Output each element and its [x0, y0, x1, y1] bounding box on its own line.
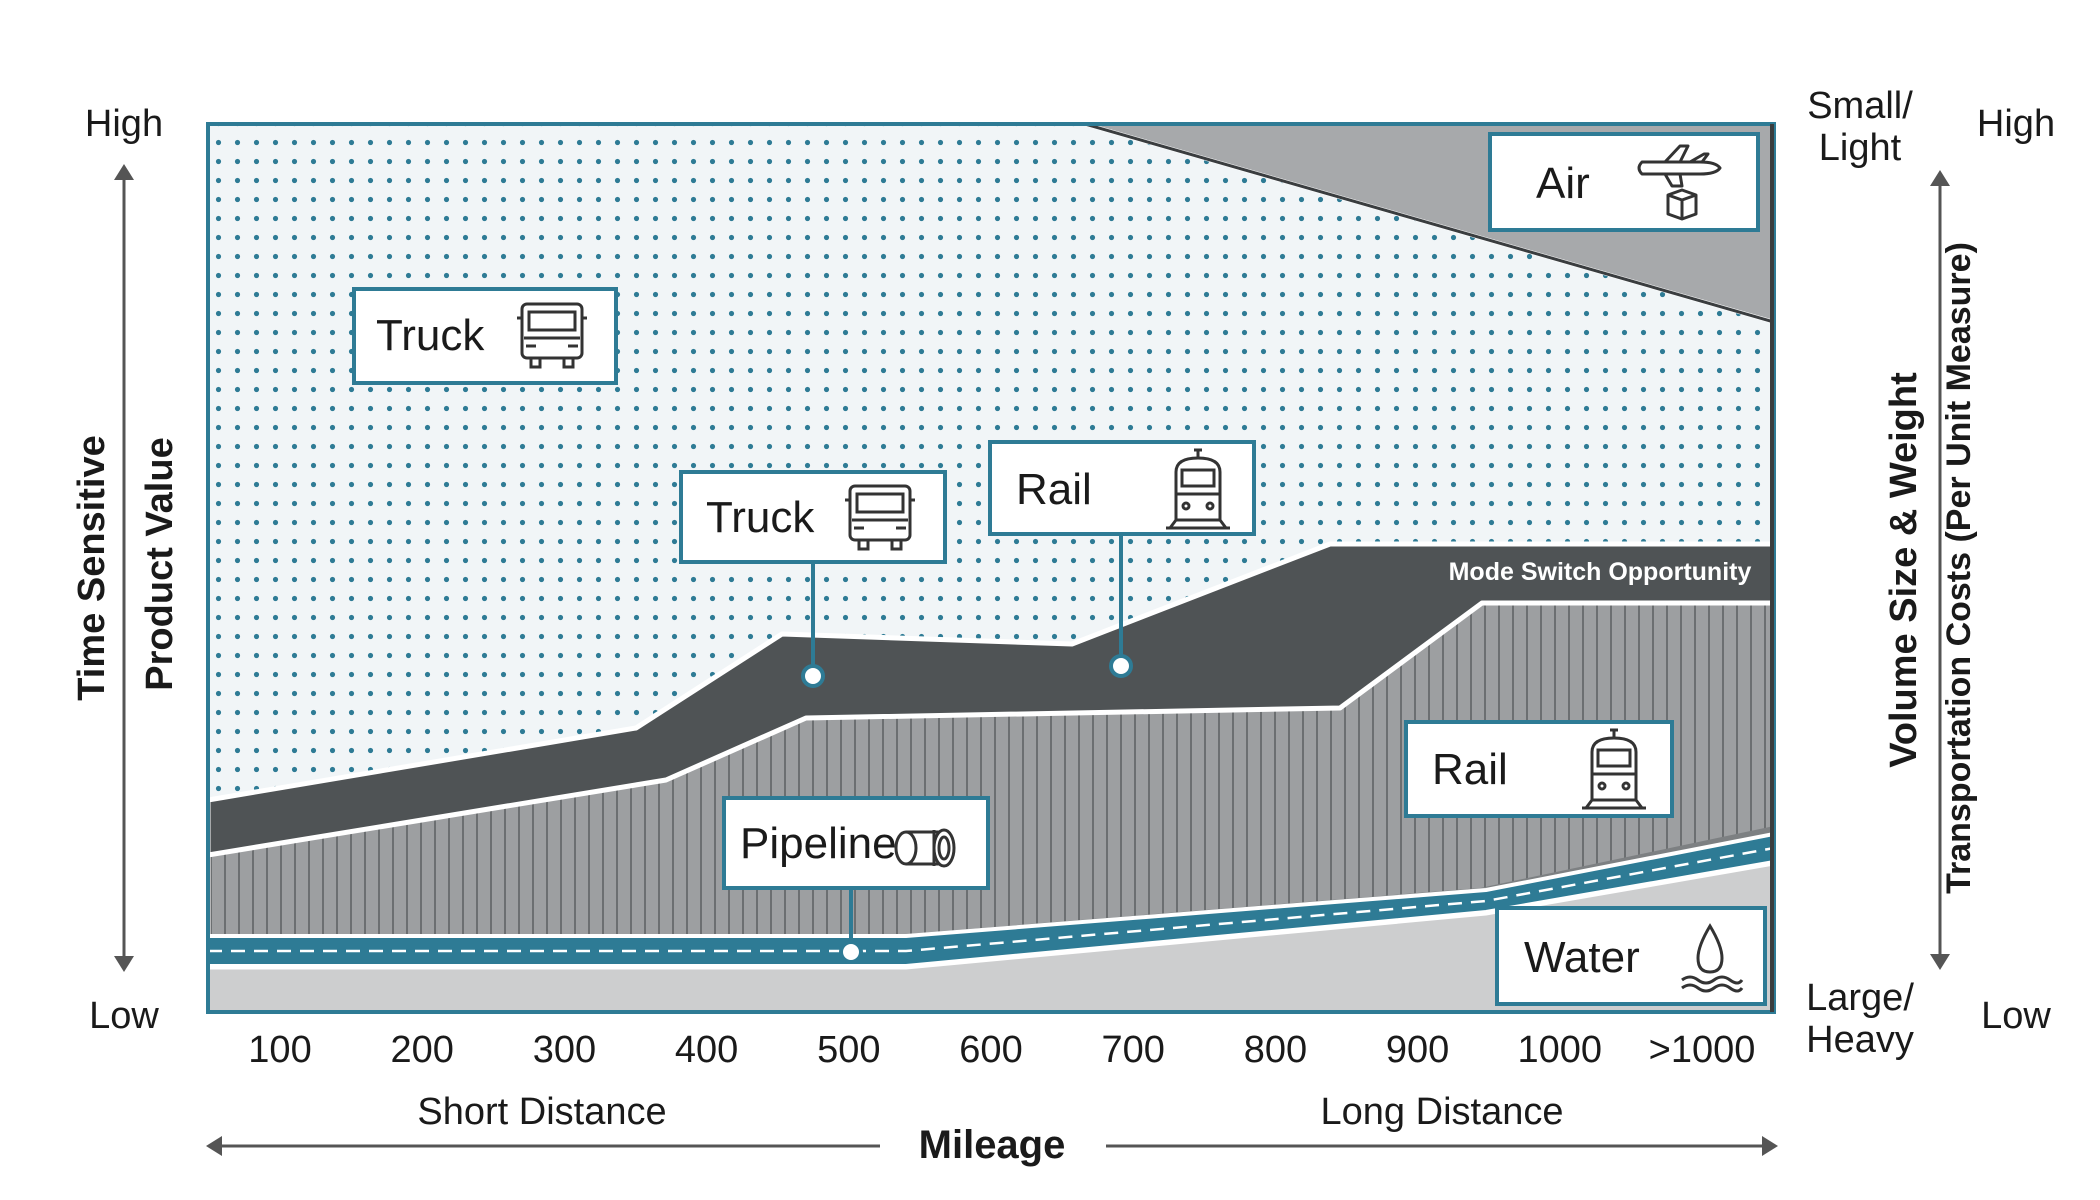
x-tick-label: 1000: [1518, 1029, 1603, 1071]
label-truck-top: Truck: [352, 287, 618, 385]
x-tick-label: 500: [817, 1029, 880, 1071]
water-label-text: Water: [1524, 933, 1640, 982]
right-axis-high: High: [1977, 103, 2055, 145]
x-tick-label: 100: [248, 1029, 311, 1071]
callout-leaders: [801, 530, 1133, 964]
label-water: Water: [1495, 906, 1767, 1006]
right-axis-small: Small/: [1807, 85, 1913, 127]
x-tick-label: 800: [1244, 1029, 1307, 1071]
airplane-box-icon: [1637, 144, 1722, 221]
x-tick-label: 300: [533, 1029, 596, 1071]
truck-mid-label-text: Truck: [706, 493, 815, 542]
rail-low-label-text: Rail: [1432, 745, 1508, 794]
left-axis-label-inner: Product Value: [139, 437, 181, 690]
right-axis-label-outer: Transportation Costs (Per Unit Measure): [1940, 242, 1978, 894]
pipeline-dash: [208, 846, 1774, 953]
x-tick-label: 200: [390, 1029, 453, 1071]
right-axis-label-inner: Volume Size & Weight: [1883, 372, 1925, 768]
label-truck-mid: Truck: [679, 470, 947, 564]
x-tick-label: 900: [1386, 1029, 1449, 1071]
truck-top-label-text: Truck: [376, 311, 485, 360]
pipe-icon: [894, 828, 956, 868]
label-air: Air: [1488, 132, 1760, 232]
train-icon: [1166, 448, 1230, 530]
left-axis-low: Low: [89, 995, 159, 1037]
left-axis-label-outer: Time Sensitive: [71, 435, 113, 700]
right-axis-low: Low: [1981, 995, 2051, 1037]
left-axis-high: High: [85, 103, 163, 145]
x-tick-label: 400: [675, 1029, 738, 1071]
water-region: [208, 862, 1774, 1012]
x-axis-ticks: 100 200 300 400 500 600 700 800 900 1000 >1000: [248, 1029, 1755, 1071]
rail-mid-label-text: Rail: [1016, 465, 1092, 514]
pipeline-band: [208, 832, 1774, 968]
right-axis-large: Large/: [1806, 977, 1914, 1019]
truck-icon: [517, 302, 587, 369]
left-axis: High Low Time Sensitive Product Value: [71, 103, 181, 1037]
x-tick-label: 700: [1101, 1029, 1164, 1071]
label-rail-low: Rail: [1404, 720, 1674, 818]
label-pipeline: Pipeline: [722, 796, 990, 890]
x-tick-label: 600: [959, 1029, 1022, 1071]
right-axis-light: Light: [1819, 127, 1902, 169]
mileage-title: Mileage: [919, 1123, 1066, 1167]
mode-switch-label: Mode Switch Opportunity: [1449, 558, 1752, 586]
truck-icon: [845, 484, 915, 551]
train-icon: [1582, 728, 1646, 810]
plot-regions: [208, 124, 1774, 1012]
label-rail-mid: Rail: [988, 440, 1256, 536]
air-label-text: Air: [1536, 159, 1590, 208]
right-axis-heavy: Heavy: [1806, 1019, 1914, 1061]
long-distance-label: Long Distance: [1321, 1091, 1564, 1133]
short-distance-label: Short Distance: [417, 1091, 666, 1133]
right-axis: Small/ Light Large/ Heavy High Low Volum…: [1806, 85, 2055, 1061]
x-axis: 100 200 300 400 500 600 700 800 900 1000 >1000 Sho…: [206, 1029, 1778, 1167]
water-drop-icon: [1681, 923, 1744, 993]
pipeline-label-text: Pipeline: [740, 819, 897, 868]
x-tick-label: >1000: [1649, 1029, 1756, 1071]
